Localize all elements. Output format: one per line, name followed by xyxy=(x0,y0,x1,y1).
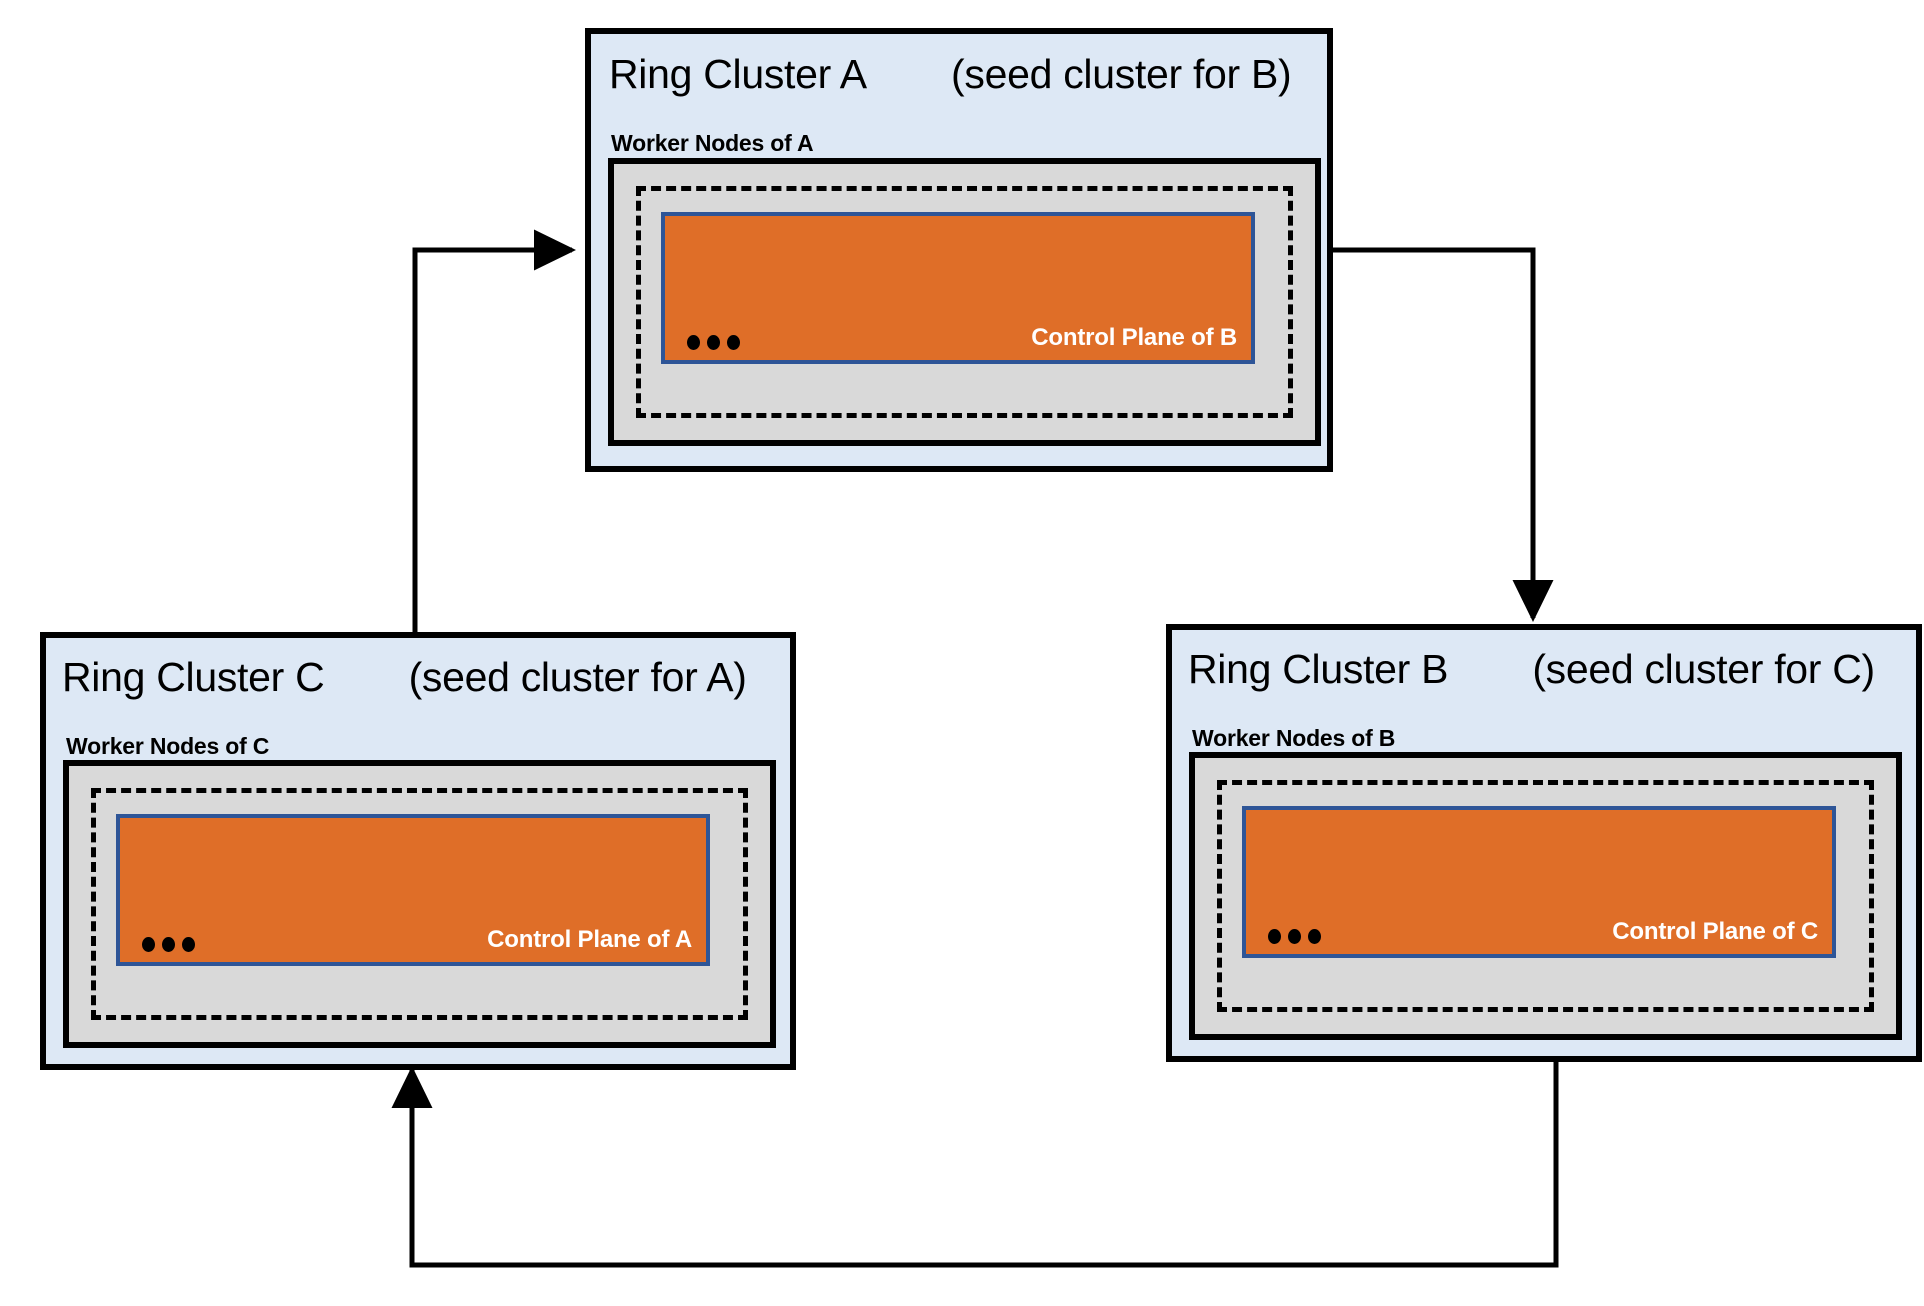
cluster-a: Ring Cluster A (seed cluster for B) Work… xyxy=(585,28,1333,472)
cluster-a-more-nodes-ellipsis xyxy=(687,335,740,350)
cluster-b-node-boundary xyxy=(1217,780,1874,1012)
cluster-a-control-plane: Control Plane of B xyxy=(661,212,1255,364)
cluster-b-title-main: Ring Cluster B xyxy=(1188,646,1449,692)
cluster-c-control-plane: Control Plane of A xyxy=(116,814,710,966)
cluster-b-control-plane: Control Plane of C xyxy=(1242,806,1836,958)
cluster-b-title-sub: (seed cluster for C) xyxy=(1532,646,1875,692)
cluster-c-worker-label: Worker Nodes of C xyxy=(66,733,270,759)
cluster-b: Ring Cluster B (seed cluster for C) Work… xyxy=(1166,624,1922,1062)
cluster-a-title: Ring Cluster A (seed cluster for B) xyxy=(609,51,1292,98)
cluster-b-worker-box: Control Plane of C xyxy=(1189,752,1902,1040)
cluster-c-title: Ring Cluster C (seed cluster for A) xyxy=(62,654,747,701)
cluster-c-title-sub: (seed cluster for A) xyxy=(408,654,747,700)
cluster-b-more-nodes-ellipsis xyxy=(1268,929,1321,944)
cluster-c-worker-box: Control Plane of A xyxy=(63,760,776,1048)
cluster-b-title: Ring Cluster B (seed cluster for C) xyxy=(1188,646,1875,693)
cluster-a-title-main: Ring Cluster A xyxy=(609,51,867,97)
cluster-c-more-nodes-ellipsis xyxy=(142,937,195,952)
cluster-a-node-boundary xyxy=(636,186,1293,418)
cluster-b-control-plane-label: Control Plane of C xyxy=(1612,918,1818,945)
arrow-c-to-a xyxy=(412,229,577,632)
cluster-a-title-sub: (seed cluster for B) xyxy=(951,51,1292,97)
arrow-a-to-b xyxy=(1333,247,1554,623)
arrow-b-to-c xyxy=(391,1058,1559,1268)
cluster-c-title-main: Ring Cluster C xyxy=(62,654,325,700)
cluster-c-node-boundary xyxy=(91,788,748,1020)
cluster-b-worker-label: Worker Nodes of B xyxy=(1192,725,1396,751)
cluster-a-worker-label: Worker Nodes of A xyxy=(611,130,814,156)
cluster-a-worker-box: Control Plane of B xyxy=(608,158,1321,446)
cluster-a-control-plane-label: Control Plane of B xyxy=(1031,324,1237,351)
cluster-c: Ring Cluster C (seed cluster for A) Work… xyxy=(40,632,796,1070)
cluster-c-control-plane-label: Control Plane of A xyxy=(487,926,692,953)
